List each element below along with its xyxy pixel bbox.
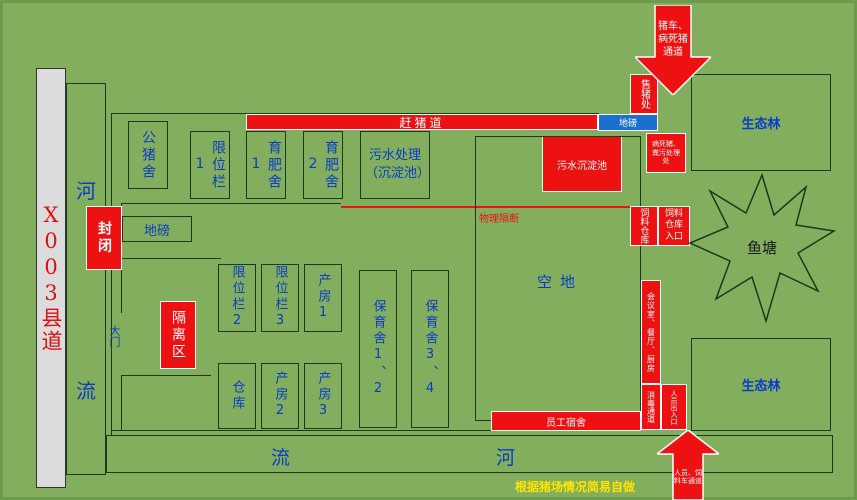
pig-driving-path: 赶猪道 [246, 114, 598, 130]
boundary-left [111, 113, 112, 435]
sealed-gate: 封闭 [86, 206, 122, 270]
crate-3: 限位栏3 [261, 264, 299, 332]
river-bottom-right-char: 河 [496, 447, 516, 469]
fish-pond-label: 鱼塘 [746, 238, 777, 257]
river-left-top-char: 河 [76, 179, 96, 203]
scale-left: 地磅 [122, 216, 192, 242]
crate-1: 限位栏1 [190, 131, 230, 199]
scale-left-label: 地磅 [143, 223, 170, 239]
boundary-row-low [121, 375, 211, 376]
boundary-bottom [111, 430, 491, 431]
gate-label: 大门 [108, 325, 121, 347]
boundary-top [111, 113, 599, 114]
arrow-bottom [657, 430, 719, 500]
fish-pond-shape [688, 173, 836, 323]
pig-sales-point: 售猪处 [630, 74, 658, 114]
farrowing-room-2: 产房2 [261, 363, 299, 429]
farrowing-room-1: 产房1 [304, 264, 342, 332]
staff-dorm: 员工宿舍 [491, 411, 641, 431]
county-road: X003县道 [36, 68, 66, 488]
farrowing-room-3: 产房3 [304, 363, 342, 429]
nursery-1-2: 保育舍1、2 [359, 270, 397, 428]
boundary-gate-lower [121, 375, 122, 430]
boar-house: 公猪舍 [128, 121, 168, 189]
isolation-line-label: 物理隔断 [479, 214, 519, 225]
meeting-dining-kitchen: 会议室、餐厅、厨房 [641, 280, 661, 384]
river-left [66, 83, 106, 475]
river-bottom-left-char: 流 [271, 447, 291, 469]
footer-caption: 根据猪场情况简易自做 [515, 480, 636, 494]
sealed-gate-label: 封闭 [96, 221, 112, 255]
arrow-bottom-label: 人员、饲料车通道 [674, 468, 702, 485]
warehouse: 仓库 [218, 363, 256, 429]
fish-pond [688, 173, 836, 323]
crate-2: 限位栏2 [218, 264, 256, 332]
boundary-row-mid [121, 258, 221, 259]
river-left-bottom-char: 流 [76, 379, 96, 403]
fattening-house-2: 育肥舍2 [303, 131, 343, 199]
quarantine-zone: 隔离区 [160, 301, 196, 369]
nursery-3-4: 保育舍3、4 [411, 270, 449, 428]
arrow-top [635, 5, 711, 95]
arrow-bottom-shape [657, 430, 719, 500]
arrow-top-label: 猪车、病死猪通道 [658, 20, 688, 58]
sewage-treatment: 污水处理（沉淀池） [360, 131, 430, 199]
feed-warehouse-entry: 饲料仓库入口 [658, 206, 690, 246]
arrow-top-shape [635, 5, 711, 95]
staff-entrance: 人员出入口 [661, 384, 687, 430]
open-space-label: 空地 [537, 273, 584, 291]
boundary-row-top [121, 203, 341, 204]
eco-forest-bottom: 生态林 [691, 338, 831, 431]
fattening-house-1: 育肥舍1 [246, 131, 286, 199]
disinfection-channel: 消毒通道 [641, 384, 661, 430]
scale-right: 地磅 [598, 114, 658, 131]
eco-forest-top: 生态林 [691, 74, 831, 171]
river-bottom [106, 435, 833, 473]
isolation-line [341, 206, 643, 208]
county-road-label: X003县道 [39, 203, 63, 353]
feed-warehouse: 饲料仓库 [630, 206, 658, 246]
dead-pig-treatment: 病死猪、粪污处理处 [646, 133, 686, 173]
